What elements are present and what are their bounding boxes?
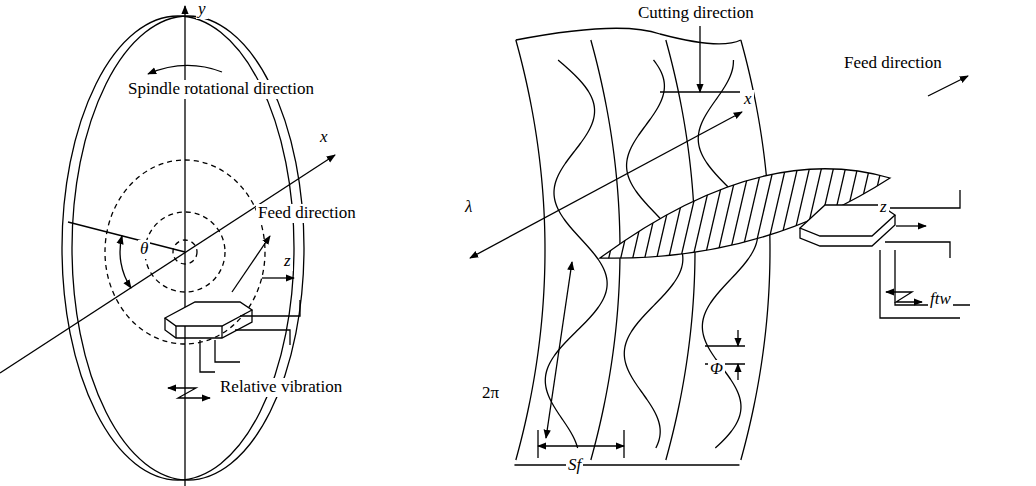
axes bbox=[0, 155, 335, 373]
feed-dimension bbox=[623, 430, 624, 458]
chip-hatch bbox=[630, 140, 660, 270]
chip-hatch bbox=[594, 140, 624, 270]
tool-holder bbox=[235, 330, 290, 345]
cutting-insert bbox=[165, 302, 252, 326]
surface-bands bbox=[516, 28, 741, 44]
angle-arc bbox=[120, 236, 131, 288]
z-arrow bbox=[262, 277, 294, 278]
figure-label: Feed direction bbox=[842, 54, 944, 73]
tool-holder bbox=[890, 190, 960, 208]
tool-holder bbox=[200, 300, 300, 372]
feed-arrow bbox=[232, 236, 270, 292]
axes bbox=[68, 222, 185, 252]
chip-hatch bbox=[606, 140, 636, 270]
chip-hatch bbox=[750, 140, 780, 270]
vibration-symbol bbox=[168, 388, 210, 398]
surface-bands bbox=[545, 60, 607, 448]
phase-dimension bbox=[705, 330, 745, 380]
cutting-insert bbox=[221, 326, 222, 338]
vibration-symbol bbox=[886, 292, 922, 302]
figure-label: y bbox=[196, 0, 208, 19]
chip-hatch bbox=[666, 140, 696, 270]
chip-hatch bbox=[738, 140, 768, 270]
chip-hatch bbox=[774, 140, 804, 270]
tool-holder bbox=[215, 340, 240, 362]
chip-hatch bbox=[582, 140, 612, 270]
feed-dimension bbox=[538, 445, 624, 446]
tool-holder bbox=[880, 250, 960, 318]
cutting-insert bbox=[165, 302, 252, 338]
chip-hatch bbox=[690, 140, 720, 270]
figure-label: λ bbox=[463, 198, 474, 217]
phase-dimension bbox=[737, 330, 738, 346]
chip-hatch bbox=[714, 140, 744, 270]
rotation-arrow bbox=[148, 65, 222, 74]
cutting-insert bbox=[800, 215, 895, 246]
figure-label: θ bbox=[138, 240, 150, 259]
figure-label: x bbox=[318, 128, 330, 147]
chip-hatch bbox=[642, 140, 672, 270]
cutting-ref bbox=[660, 91, 740, 92]
figure-label: Φ bbox=[708, 360, 725, 379]
phase-dimension bbox=[705, 345, 745, 346]
feed-dimension bbox=[537, 430, 538, 458]
figure-label: Sf bbox=[566, 456, 583, 475]
surface-bands bbox=[514, 464, 739, 465]
figure-label: Relative vibration bbox=[218, 378, 344, 397]
chip-hatch bbox=[678, 140, 708, 270]
chip-hatch bbox=[798, 140, 828, 270]
cutting-insert bbox=[165, 310, 252, 338]
axes bbox=[0, 6, 335, 486]
chip-hatch bbox=[618, 140, 648, 270]
tool-holder bbox=[240, 300, 300, 316]
z-arrow bbox=[896, 225, 926, 226]
feed-arrow bbox=[928, 76, 968, 96]
chip-hatch bbox=[726, 140, 756, 270]
figure-label: Cutting direction bbox=[636, 4, 756, 23]
figure-label: Feed direction bbox=[256, 204, 358, 223]
cutting-insert bbox=[175, 326, 176, 338]
tool-holder bbox=[200, 340, 215, 372]
phase-dimension bbox=[737, 364, 738, 380]
tool-holder bbox=[880, 190, 970, 318]
figure-label: z bbox=[282, 252, 293, 271]
surface-bands bbox=[516, 40, 545, 460]
lambda-dimension bbox=[470, 112, 742, 258]
cutting-arrow bbox=[699, 26, 700, 92]
chip-hatch bbox=[654, 140, 684, 270]
chip-hatch bbox=[786, 140, 816, 270]
surface-bands bbox=[741, 40, 770, 460]
feed-dimension bbox=[538, 430, 624, 458]
figure-label: x bbox=[742, 90, 754, 109]
figure-label: ftw bbox=[928, 290, 953, 309]
wavelength-2pi bbox=[546, 262, 572, 438]
chip-hatch bbox=[762, 140, 792, 270]
axes bbox=[184, 6, 185, 486]
figure-label: z bbox=[878, 198, 889, 217]
figure-label: Spindle rotational direction bbox=[126, 80, 316, 99]
chip-hatch bbox=[702, 140, 732, 270]
surface-bands bbox=[698, 60, 757, 448]
chip-hatch bbox=[570, 140, 600, 270]
figure-label: 2π bbox=[480, 384, 501, 403]
